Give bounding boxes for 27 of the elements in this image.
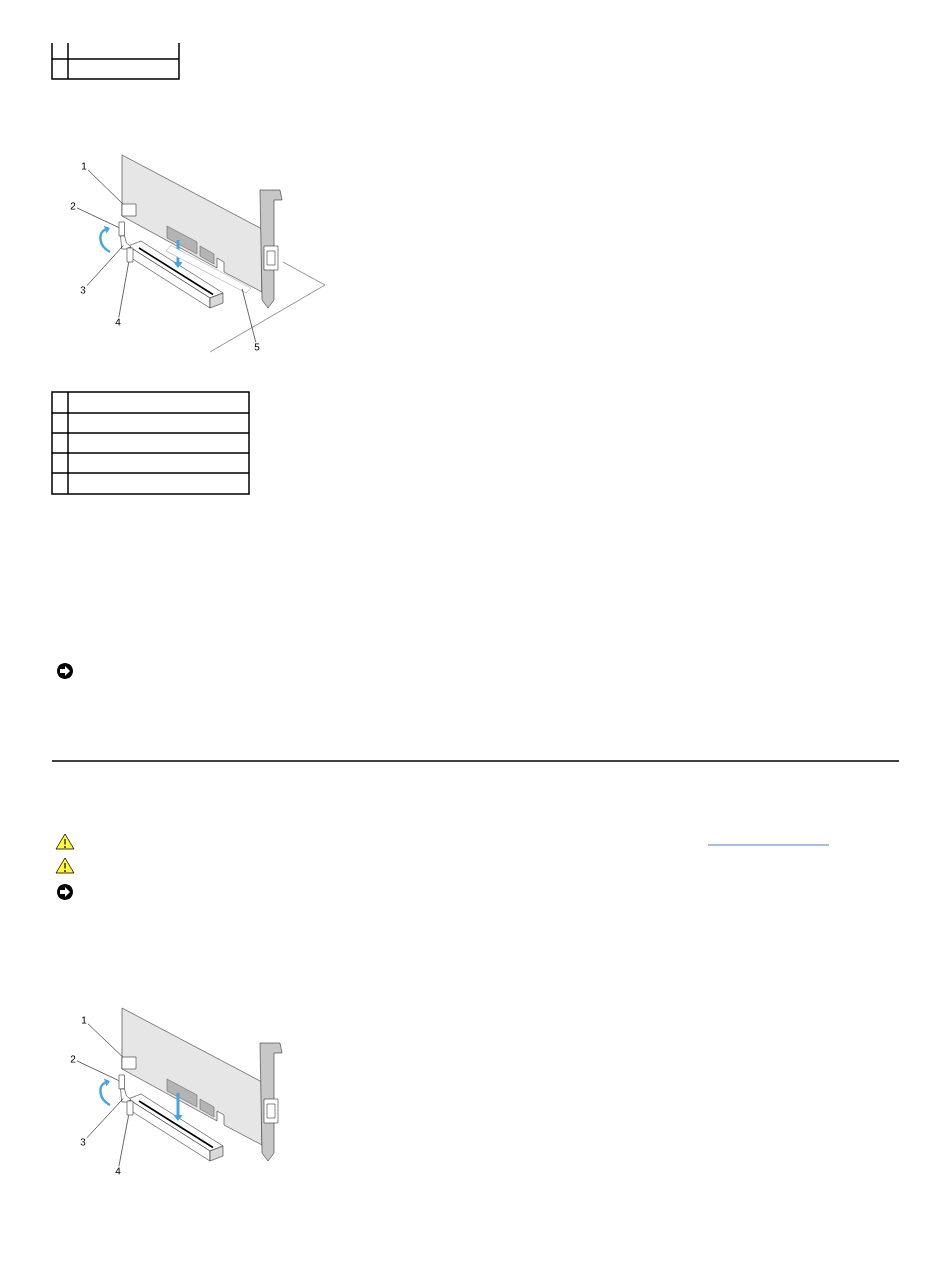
callout-number: 5	[254, 343, 260, 351]
callout-number: 2	[70, 1055, 76, 1063]
leader-line	[118, 1115, 129, 1167]
latch-lever	[120, 1088, 132, 1103]
callout-number: 2	[70, 202, 76, 210]
leader-line	[118, 262, 129, 318]
latch-base	[126, 1100, 134, 1116]
callout-number: 1	[82, 162, 87, 170]
leader-line	[76, 207, 119, 228]
callout-number: 3	[80, 286, 86, 294]
leader-line	[76, 1060, 119, 1081]
callout-number: 3	[80, 1138, 86, 1146]
latch-tab	[118, 1074, 125, 1090]
leader-line	[87, 1023, 123, 1057]
leader-line	[86, 1098, 124, 1138]
latch-base	[126, 247, 134, 263]
latch-lever	[120, 235, 132, 250]
callout-number: 4	[115, 318, 121, 326]
slot-outline	[165, 245, 252, 294]
connector-block	[121, 1056, 137, 1070]
callout-number: 4	[115, 1167, 121, 1175]
leader-line	[87, 169, 123, 204]
connector-block	[121, 203, 137, 217]
latch-tab	[118, 221, 125, 237]
leader-line	[86, 245, 124, 286]
leader-line	[241, 288, 257, 343]
callout-number: 1	[82, 1016, 87, 1024]
